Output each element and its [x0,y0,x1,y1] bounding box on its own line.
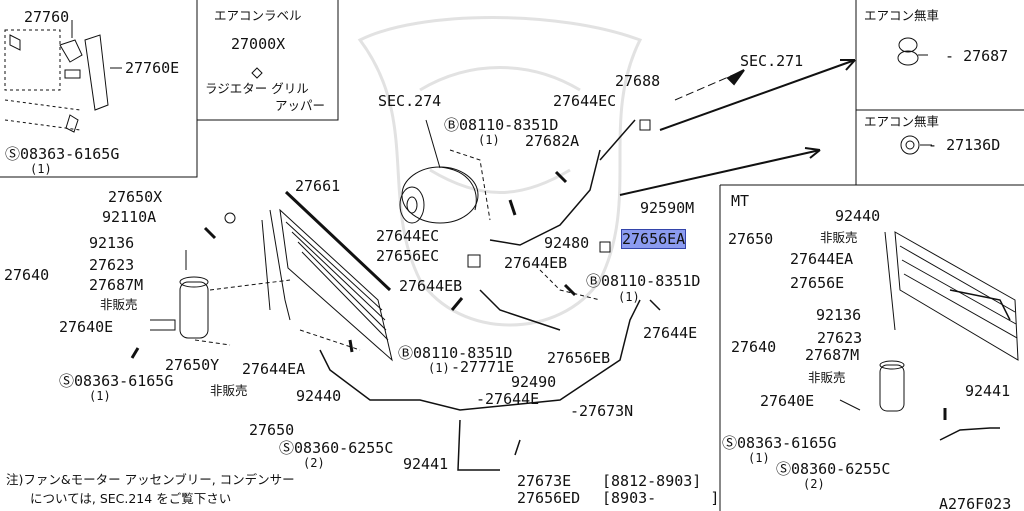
label-27661: 27661 [295,177,341,195]
label-92590M: 92590M [640,199,695,217]
mt-label-92136: 92136 [816,306,862,324]
bolt-label-b1: Ⓑ08110-8351D [444,116,559,134]
mt-bolt-qty-s1: (1) [748,451,770,465]
label-27656ED: 27656ED [517,489,581,507]
label-27650Y: 27650Y [165,356,220,374]
compressor-drawing [399,119,479,224]
sec271-arrows [619,59,856,196]
label-27000X: 27000X [231,35,286,53]
label-92440: 92440 [296,387,342,405]
label-27688: 27688 [615,72,661,90]
label-92441: 92441 [403,455,449,473]
seal-27136D-drawing [900,135,932,155]
mt-label-92440: 92440 [835,207,881,225]
label-27760: 27760 [24,8,70,26]
figure-code: A276F023 [939,495,1012,511]
no-aircon-title-1: エアコン無車 [864,8,940,23]
bolt-label-b2: Ⓑ08110-8351D [586,272,701,290]
footnote-line1: 注)ファン&モーター アッセンブリー, コンデンサー [6,472,295,487]
label-27640: 27640 [4,266,50,284]
bolt-qty-s2: (2) [303,456,325,470]
bolt-qty-s1: (1) [89,389,111,403]
label-27644EB-mid: 27644EB [504,254,568,272]
bolt-qty-b2: (1) [618,290,640,304]
label-27644E-right: 27644E [643,324,698,342]
label-27136D: - 27136D [928,136,1001,154]
sec271-ref: SEC.271 [740,52,804,70]
date-27656ED: [8903- ] [602,489,720,507]
bolt-qty-b1: (1) [478,133,500,147]
mt-label-27650: 27650 [728,230,774,248]
label-27644EB-left: 27644EB [399,277,463,295]
mt-bolt-label-s1: Ⓢ08363-6165G [722,434,837,452]
footnote-line2: については, SEC.214 をご覧下さい [30,491,232,506]
mt-label-27687M: 27687M [805,346,860,364]
label-27673N: -27673N [570,402,634,420]
label-27687: - 27687 [945,47,1009,65]
label-location-line1: ラジエター グリル [205,81,309,96]
mt-label-27640E: 27640E [760,392,815,410]
label-27644EC-top: 27644EC [553,92,617,110]
receiver-drier-drawing [150,250,209,339]
label-27656EC: 27656EC [376,247,440,265]
mt-panel-title: MT [731,192,750,210]
mt-label-not-sold-a: 非販売 [820,230,858,245]
label-27760E: 27760E [125,59,180,77]
label-diamond-icon [251,67,263,79]
label-27623: 27623 [89,256,135,274]
label-27644EA: 27644EA [242,360,306,378]
mt-label-27656E: 27656E [790,274,845,292]
label-not-sold-2: 非販売 [210,383,248,398]
label-27656EA: 27656EA [620,229,687,249]
mt-label-27644EA: 27644EA [790,250,854,268]
sec274-ref: SEC.274 [378,92,442,110]
fasteners [130,119,651,359]
label-27682A: 27682A [525,132,580,150]
label-92110A: 92110A [102,208,157,226]
condenser-drawing [261,190,393,362]
mt-bolt-label-s2: Ⓢ08360-6255C [776,460,891,478]
label-27687M: 27687M [89,276,144,294]
inset-bracket-drawing [4,20,122,133]
mt-receiver-drier-drawing [839,360,905,412]
label-27673E: 27673E [517,472,572,490]
bolt-label-s1: Ⓢ08363-6165G [59,372,174,390]
mt-condenser-drawing [884,231,1019,361]
label-27640E: 27640E [59,318,114,336]
label-92136: 92136 [89,234,135,252]
mt-label-27623: 27623 [817,329,863,347]
date-27673E: [8812-8903] [602,472,702,490]
label-location-line2: アッパー [275,98,326,113]
grommet-27687-drawing [897,37,928,66]
label-27644E-low: -27644E [476,390,540,408]
mt-pipe-drawing [939,408,1000,441]
highlight-27656EA: 27656EA [620,229,687,249]
label-not-sold-1: 非販売 [100,297,138,312]
label-27656EB: 27656EB [547,349,611,367]
no-aircon-title-2: エアコン無車 [864,114,940,129]
label-27650X: 27650X [108,188,163,206]
mt-label-not-sold-b: 非販売 [808,370,846,385]
mt-label-92441: 92441 [965,382,1011,400]
mt-bolt-qty-s2: (2) [803,477,825,491]
label-27644EC-mid: 27644EC [376,227,440,245]
piping [319,119,661,471]
aircon-label-title: エアコンラベル [214,8,302,23]
bolt-qty-b3: (1) [428,361,450,375]
mt-label-27640: 27640 [731,338,777,356]
label-27771E: -27771E [451,358,515,376]
bolt-label-b3: Ⓑ08110-8351D [398,344,513,362]
bolt-qty-tl: (1) [30,162,52,176]
label-27650: 27650 [249,421,295,439]
label-92490: 92490 [511,373,557,391]
label-92480: 92480 [544,234,590,252]
bolt-label-s2: Ⓢ08360-6255C [279,439,394,457]
bolt-label-08363-tl: Ⓢ08363-6165G [5,145,120,163]
